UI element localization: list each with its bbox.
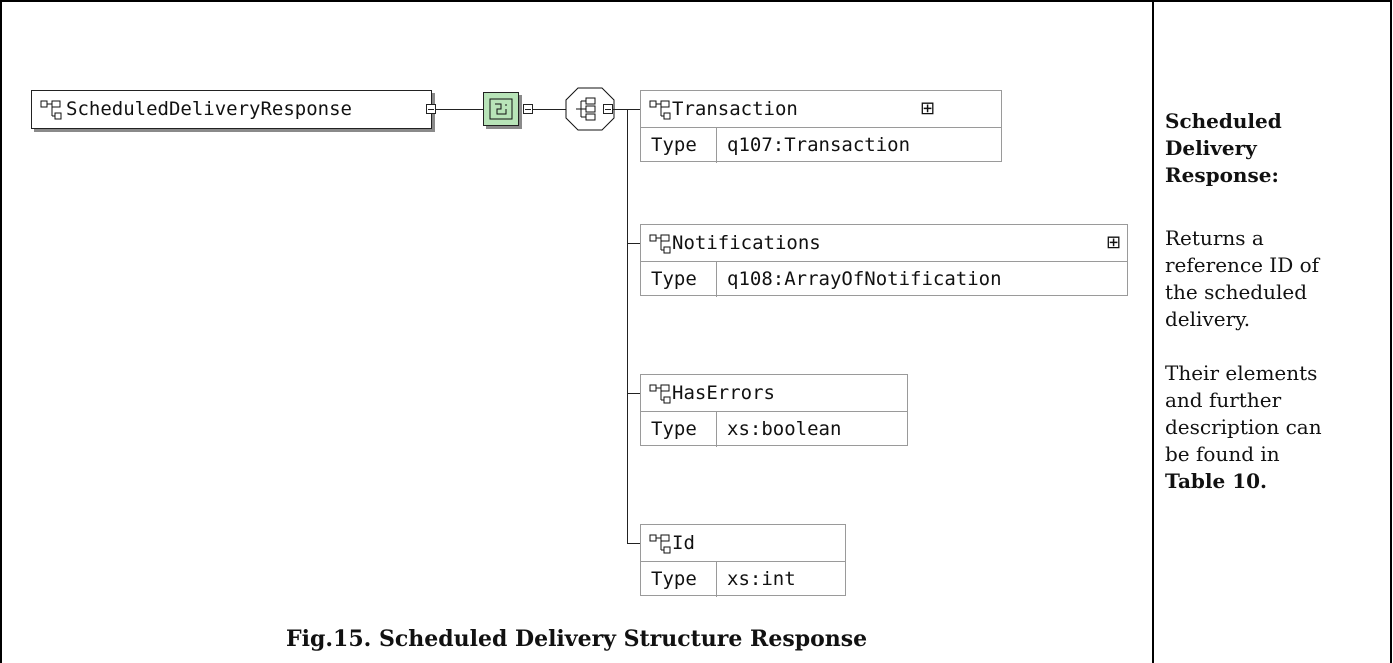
element-icon: [649, 234, 671, 254]
sequence-icon: [489, 98, 513, 120]
collapse-icon[interactable]: [603, 104, 613, 114]
description-text: reference ID of: [1165, 253, 1320, 277]
type-separator: [716, 128, 717, 163]
type-label: Type: [651, 134, 697, 156]
type-label: Type: [651, 418, 697, 440]
collapse-icon[interactable]: [426, 104, 436, 114]
type-row: Type q108:ArrayOfNotification: [641, 261, 1127, 297]
description-text: delivery.: [1165, 307, 1251, 331]
type-separator: [716, 262, 717, 297]
type-separator: [716, 562, 717, 597]
column-divider: [1152, 0, 1154, 663]
connector-line: [627, 543, 640, 544]
figure-caption: Fig.15. Scheduled Delivery Structure Res…: [286, 626, 868, 652]
connector-trunk: [627, 109, 628, 543]
type-separator: [716, 412, 717, 447]
root-element-node[interactable]: ScheduledDeliveryResponse: [31, 90, 432, 129]
type-row: Type xs:boolean: [641, 411, 907, 447]
description-title: Response:: [1165, 163, 1279, 187]
element-icon: [649, 384, 671, 404]
type-row: Type q107:Transaction: [641, 127, 1001, 163]
description-title: Scheduled: [1165, 109, 1282, 133]
type-value: xs:int: [727, 568, 796, 590]
element-name: Transaction: [672, 98, 798, 120]
description-text: description can: [1165, 415, 1322, 439]
type-label: Type: [651, 568, 697, 590]
description-text: the scheduled: [1165, 280, 1308, 304]
type-label: Type: [651, 268, 697, 290]
child-element-node[interactable]: HasErrors Type xs:boolean: [640, 374, 908, 447]
description-text: Their elements: [1165, 361, 1318, 385]
element-icon: [649, 534, 671, 554]
connector-line: [627, 109, 640, 110]
type-value: q107:Transaction: [727, 134, 911, 156]
choice-compositor[interactable]: [565, 87, 615, 131]
expand-icon[interactable]: ⊞: [1106, 232, 1122, 253]
element-name: HasErrors: [672, 382, 775, 404]
root-element-name: ScheduledDeliveryResponse: [66, 98, 352, 120]
description-text: and further: [1165, 388, 1282, 412]
description-title: Delivery: [1165, 136, 1257, 160]
element-icon: [40, 100, 62, 120]
sequence-compositor[interactable]: [483, 92, 519, 126]
table-reference: Table 10.: [1165, 469, 1267, 493]
type-value: q108:ArrayOfNotification: [727, 268, 1002, 290]
connector-line: [533, 109, 566, 110]
child-element-node[interactable]: Transaction ⊞ Type q107:Transaction: [640, 90, 1002, 163]
element-name: Id: [672, 532, 695, 554]
connector-line: [613, 109, 627, 110]
connector-line: [627, 393, 640, 394]
connector-line: [627, 243, 640, 244]
choice-icon: [576, 97, 596, 121]
element-icon: [649, 100, 671, 120]
type-value: xs:boolean: [727, 418, 842, 440]
collapse-icon[interactable]: [523, 104, 533, 114]
element-name: Notifications: [672, 232, 821, 254]
type-row: Type xs:int: [641, 561, 845, 597]
expand-icon[interactable]: ⊞: [920, 98, 936, 119]
child-element-node[interactable]: Notifications ⊞ Type q108:ArrayOfNotific…: [640, 224, 1128, 297]
child-element-node[interactable]: Id Type xs:int: [640, 524, 846, 597]
description-text: be found in: [1165, 442, 1280, 466]
description-text: Returns a: [1165, 226, 1264, 250]
connector-line: [436, 109, 483, 110]
